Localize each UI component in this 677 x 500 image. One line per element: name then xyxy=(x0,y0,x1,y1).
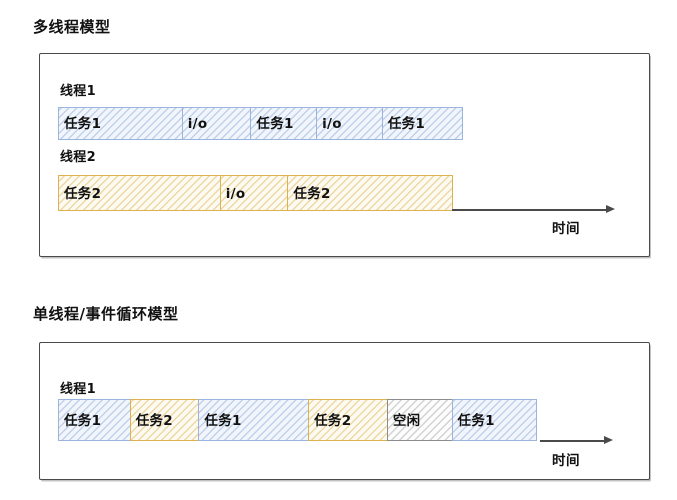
block-label: 任务1 xyxy=(457,412,495,429)
block-label: 任务2 xyxy=(64,185,102,202)
time-axis-arrowhead-icon xyxy=(604,436,613,444)
lane-label-thread2: 线程2 xyxy=(60,150,96,165)
block-label: 任务1 xyxy=(204,412,242,429)
lane-label-thread1: 线程1 xyxy=(60,84,96,99)
block-label: 任务1 xyxy=(387,116,426,133)
time-axis-line xyxy=(540,440,606,442)
timeline-block[interactable]: 任务2 xyxy=(129,399,200,441)
timeline-block[interactable]: 空闲 xyxy=(386,399,453,441)
time-axis-arrowhead-icon xyxy=(606,205,615,213)
timeline-block[interactable]: 任务1 xyxy=(58,399,131,441)
lane-label-thread1-single: 线程1 xyxy=(60,382,96,397)
diagram-frame-multithread xyxy=(39,53,650,257)
block-label: i/o xyxy=(187,116,208,133)
time-axis-label: 时间 xyxy=(552,221,580,237)
block-label: i/o xyxy=(322,116,342,133)
block-label: 任务1 xyxy=(256,116,294,133)
block-label: 任务2 xyxy=(135,412,173,429)
block-label: i/o xyxy=(225,185,246,202)
timeline-block[interactable]: i/o xyxy=(219,175,289,211)
timeline-eventloop: 任务1 任务2 任务1 任务2 空闲 任务1 xyxy=(58,399,537,441)
timeline-block[interactable]: 任务1 xyxy=(198,399,310,441)
block-label: 任务1 xyxy=(64,412,102,429)
timeline-block[interactable]: i/o xyxy=(316,107,384,140)
timeline-block[interactable]: 任务1 xyxy=(58,107,183,140)
time-axis-label: 时间 xyxy=(552,453,580,469)
section-heading-multithread: 多线程模型 xyxy=(33,18,111,36)
block-label: 任务2 xyxy=(293,185,331,202)
time-axis-line xyxy=(452,209,608,211)
timeline-thread1: 任务1 i/o 任务1 i/o 任务1 xyxy=(58,107,463,140)
block-label: 任务1 xyxy=(64,116,102,133)
block-label: 任务2 xyxy=(314,412,352,429)
section-heading-singlethread: 单线程/事件循环模型 xyxy=(33,305,179,323)
timeline-block[interactable]: 任务1 xyxy=(381,107,463,140)
block-label: 空闲 xyxy=(392,412,421,429)
timeline-block[interactable]: 任务2 xyxy=(287,175,454,211)
timeline-block[interactable]: i/o xyxy=(181,107,252,140)
timeline-block[interactable]: 任务1 xyxy=(451,399,537,441)
timeline-block[interactable]: 任务1 xyxy=(250,107,318,140)
timeline-block[interactable]: 任务2 xyxy=(308,399,389,441)
timeline-thread2: 任务2 i/o 任务2 xyxy=(58,175,454,211)
timeline-block[interactable]: 任务2 xyxy=(58,175,221,211)
